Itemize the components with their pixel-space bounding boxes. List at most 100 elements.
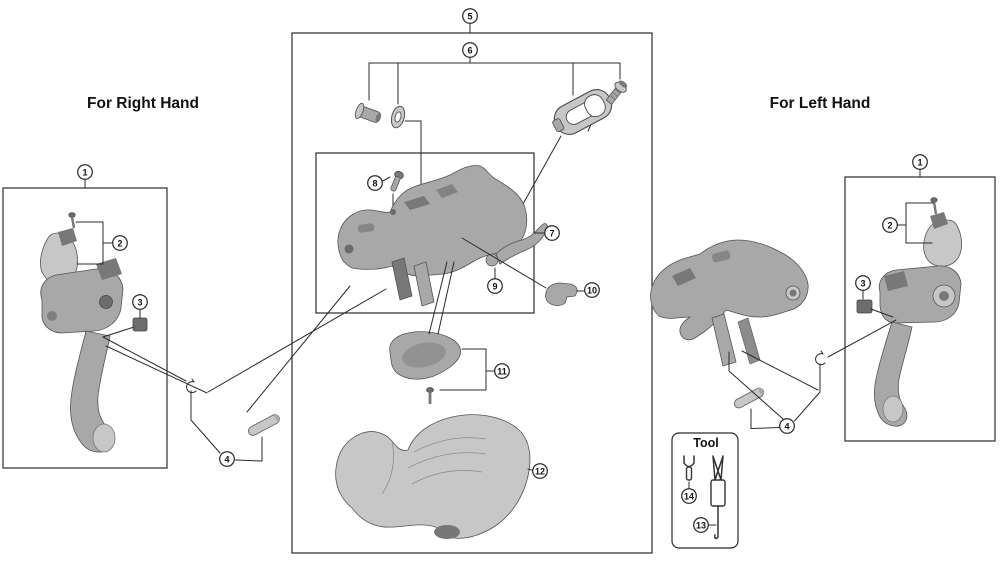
shifter-body bbox=[40, 268, 124, 334]
right-hand-label: For Right Hand bbox=[87, 95, 199, 112]
bottom-cover-part-11 bbox=[389, 331, 461, 404]
hood-opening bbox=[434, 525, 460, 539]
callout-6: 6 bbox=[462, 42, 478, 58]
svg-text:2: 2 bbox=[117, 238, 122, 248]
left-hand-label: For Left Hand bbox=[770, 95, 871, 112]
cover-screw bbox=[930, 197, 938, 215]
left-hand-bracket-drawing bbox=[650, 239, 809, 367]
fork-tool bbox=[683, 455, 695, 481]
body-slot bbox=[711, 250, 731, 263]
dial-hole bbox=[939, 291, 949, 301]
lever-axle-pin bbox=[248, 414, 280, 436]
lever-pivot-piece-2 bbox=[413, 261, 435, 307]
callout-line-8 bbox=[382, 176, 391, 182]
lever-pivot-piece-1 bbox=[711, 313, 737, 367]
callout-line-10 bbox=[461, 237, 585, 292]
cover-tab bbox=[930, 212, 948, 229]
callout-bracket-4 bbox=[750, 363, 821, 429]
lever-pivot-piece-2 bbox=[737, 317, 761, 365]
svg-text:11: 11 bbox=[497, 366, 507, 376]
svg-text:4: 4 bbox=[224, 454, 229, 464]
center-exploded-group: 5 6 7 8 9 10 11 12 bbox=[291, 8, 653, 554]
cover-plate-part-10 bbox=[545, 282, 578, 306]
svg-text:1: 1 bbox=[82, 167, 87, 177]
screw-8-hole bbox=[390, 209, 396, 215]
right-hand-group: For Right Hand bbox=[2, 95, 387, 469]
hood-texture bbox=[381, 437, 487, 495]
lever-to-clip-lines bbox=[102, 336, 208, 394]
bracket-spacer-part bbox=[132, 317, 148, 332]
clamp-bolt bbox=[354, 102, 382, 123]
tool-box bbox=[671, 432, 739, 549]
blade-tip bbox=[92, 423, 116, 453]
svg-text:2: 2 bbox=[887, 220, 892, 230]
callout-4-left: 4 bbox=[219, 451, 235, 467]
callout-5: 5 bbox=[462, 8, 478, 24]
body-slot bbox=[357, 223, 375, 233]
svg-text:13: 13 bbox=[696, 520, 706, 530]
callout-line-3 bbox=[862, 290, 894, 318]
callout-11: 11 bbox=[494, 363, 510, 379]
right-hand-lever-drawing bbox=[40, 212, 124, 453]
blade-tip bbox=[882, 395, 904, 423]
body-window bbox=[672, 268, 696, 286]
callout-bracket-11 bbox=[428, 261, 495, 391]
callout-line-3 bbox=[102, 309, 141, 338]
clamp-screw bbox=[605, 80, 628, 105]
callout-bracket-2 bbox=[75, 221, 104, 265]
plug-tool bbox=[710, 455, 726, 540]
body-hole-detail bbox=[47, 311, 57, 321]
callout-12: 12 bbox=[532, 463, 548, 479]
cover-screw bbox=[68, 212, 76, 229]
svg-text:5: 5 bbox=[467, 11, 472, 21]
callout-line-12 bbox=[527, 468, 533, 471]
svg-text:9: 9 bbox=[492, 281, 497, 291]
bracket-spacer-part bbox=[856, 299, 873, 314]
callout-3-right: 3 bbox=[855, 275, 871, 291]
pivot-detail bbox=[99, 295, 113, 309]
tool-label: Tool bbox=[693, 436, 718, 450]
callout-bracket-2 bbox=[905, 202, 934, 244]
washer bbox=[390, 105, 406, 129]
svg-text:6: 6 bbox=[467, 45, 472, 55]
svg-text:3: 3 bbox=[860, 278, 865, 288]
callout-1-left: 1 bbox=[77, 164, 93, 180]
callout-14: 14 bbox=[681, 488, 697, 504]
pin-to-bracket-lines bbox=[207, 285, 387, 413]
lever-to-clip-lines bbox=[741, 319, 897, 391]
callout-1-right: 1 bbox=[912, 154, 928, 170]
handlebar-clamp-band bbox=[552, 89, 613, 135]
svg-text:8: 8 bbox=[372, 178, 377, 188]
svg-text:14: 14 bbox=[684, 491, 694, 501]
callout-bracket-4 bbox=[190, 390, 263, 462]
callout-2-left: 2 bbox=[112, 235, 128, 251]
snap-ring-clip bbox=[815, 350, 826, 366]
name-plate-cover bbox=[40, 232, 78, 284]
name-plate-cover bbox=[923, 219, 962, 267]
snap-ring-clip bbox=[186, 378, 197, 394]
shift-lever-blade bbox=[485, 223, 548, 267]
bracket-hood bbox=[335, 414, 531, 539]
callout-10: 10 bbox=[584, 282, 600, 298]
svg-text:1: 1 bbox=[917, 157, 922, 167]
svg-text:12: 12 bbox=[535, 466, 545, 476]
lever-pivot-piece-1 bbox=[391, 257, 413, 301]
svg-text:3: 3 bbox=[137, 297, 142, 307]
body-hole-front bbox=[344, 244, 354, 254]
callout-9: 9 bbox=[487, 278, 503, 294]
tool-group: Tool 14 13 bbox=[671, 432, 739, 549]
bracket-screw-8 bbox=[390, 170, 404, 192]
svg-text:10: 10 bbox=[587, 285, 597, 295]
body-window-1 bbox=[404, 196, 430, 210]
callout-4-right: 4 bbox=[779, 418, 795, 434]
body-window-2 bbox=[436, 184, 458, 198]
brake-lever-blade bbox=[873, 321, 913, 427]
switch-detail bbox=[884, 271, 908, 291]
pivot-boss-hole bbox=[789, 289, 797, 297]
left-hand-group: For Left Hand bbox=[650, 95, 996, 442]
bracket-hood-drawing bbox=[335, 414, 531, 539]
callout-7: 7 bbox=[544, 225, 560, 241]
svg-text:7: 7 bbox=[549, 228, 554, 238]
